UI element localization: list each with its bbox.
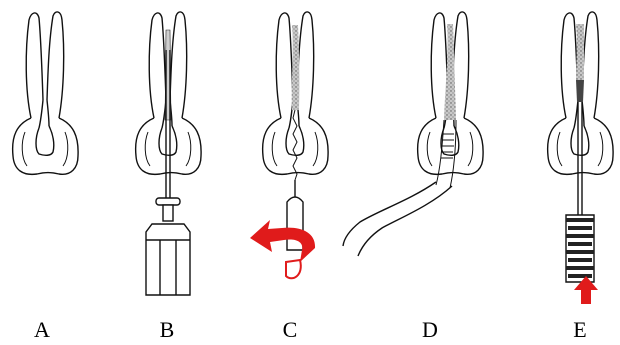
panel-label-c: C [270,318,310,342]
panel-e-illustration [548,12,613,282]
panel-label-a: A [22,318,62,342]
panel-label-e: E [560,318,600,342]
panel-label-b: B [147,318,187,342]
panel-label-d: D [410,318,450,342]
rotation-arrow-icon [250,220,315,278]
curved-instrument-handle [343,182,436,246]
panel-b-illustration [136,12,201,295]
panel-c-illustration [263,12,328,250]
panel-d-illustration [418,12,483,188]
panel-a-illustration [13,12,78,174]
